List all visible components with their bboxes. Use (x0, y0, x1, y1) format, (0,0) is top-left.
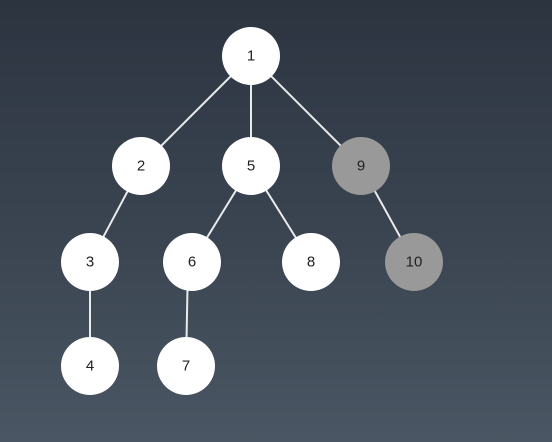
node-label-3: 3 (86, 254, 94, 271)
tree-node-6: 6 (163, 233, 221, 291)
tree-node-8: 8 (282, 233, 340, 291)
node-circle-7 (157, 337, 215, 395)
node-circle-1 (222, 27, 280, 85)
node-label-6: 6 (188, 254, 196, 271)
node-label-10: 10 (406, 254, 423, 271)
tree-node-4: 4 (61, 337, 119, 395)
tree-node-1: 1 (222, 27, 280, 85)
node-label-5: 5 (247, 158, 255, 175)
node-circle-10 (385, 233, 443, 291)
node-label-7: 7 (182, 358, 190, 375)
node-label-8: 8 (307, 254, 315, 271)
node-label-2: 2 (137, 158, 145, 175)
node-label-4: 4 (86, 358, 94, 375)
tree-node-5: 5 (222, 137, 280, 195)
node-circle-8 (282, 233, 340, 291)
node-circle-2 (112, 137, 170, 195)
tree-node-7: 7 (157, 337, 215, 395)
tree-node-2: 2 (112, 137, 170, 195)
node-circle-9 (332, 137, 390, 195)
node-circle-5 (222, 137, 280, 195)
tree-node-9: 9 (332, 137, 390, 195)
node-circle-6 (163, 233, 221, 291)
node-circle-3 (61, 233, 119, 291)
node-label-9: 9 (357, 158, 365, 175)
tree-node-10: 10 (385, 233, 443, 291)
edges-layer (89, 55, 415, 367)
node-label-1: 1 (247, 48, 255, 65)
node-circle-4 (61, 337, 119, 395)
tree-node-3: 3 (61, 233, 119, 291)
nodes-layer: 1 2 5 9 3 6 8 10 (61, 27, 443, 395)
